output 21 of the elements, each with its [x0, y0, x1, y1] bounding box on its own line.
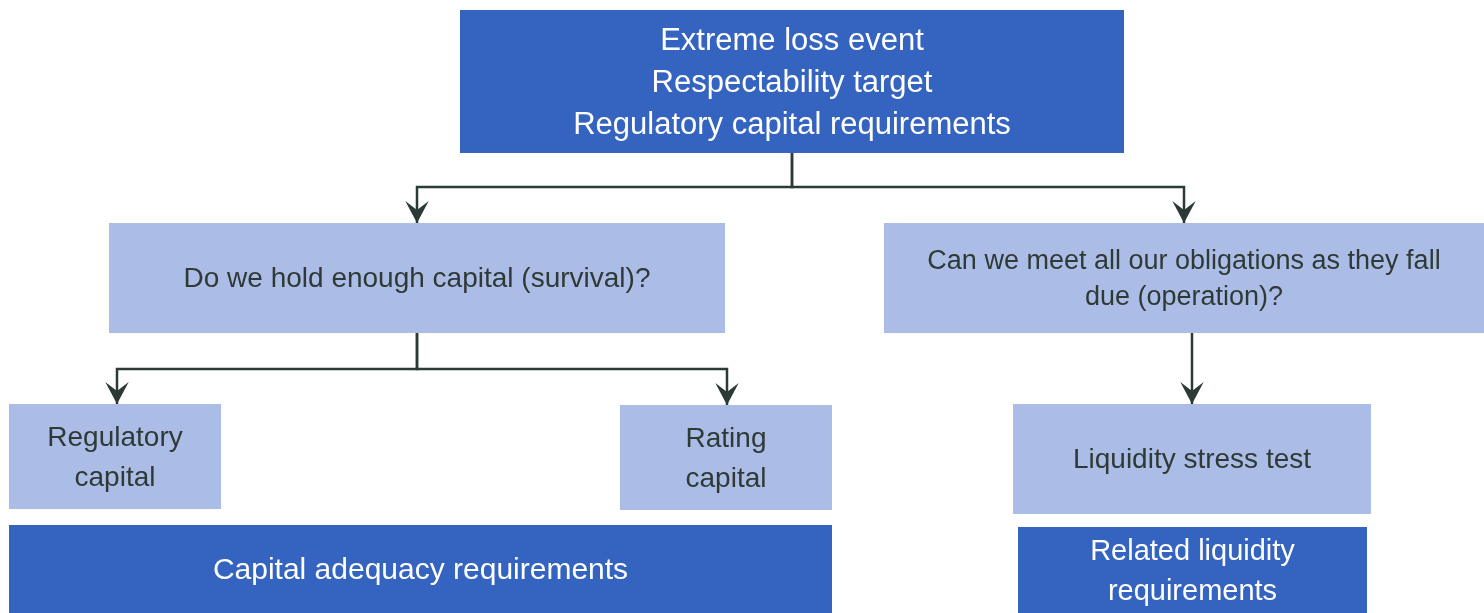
process-box — [9, 525, 832, 613]
process-box — [1013, 404, 1371, 514]
box-text: Liquidity stress test — [1072, 442, 1312, 476]
process-box — [1018, 527, 1367, 613]
box-text: Rating capital — [684, 420, 768, 495]
box-text: Regulatory capital — [46, 419, 184, 494]
box-text: Capital adequacy requirements — [212, 551, 629, 587]
box-text: Respectability target — [651, 62, 933, 101]
process-box — [620, 405, 832, 510]
process-box — [460, 10, 1124, 153]
arrow — [1180, 333, 1204, 404]
arrow — [415, 333, 739, 405]
process-box — [9, 404, 221, 509]
box-text: Do we hold enough capital (survival)? — [183, 261, 651, 295]
process-box — [884, 223, 1484, 333]
process-box — [109, 223, 725, 333]
box-text: Can we meet all our obligations as they fall due (operation)? — [926, 244, 1442, 313]
box-text: Regulatory capital requirements — [573, 104, 1011, 143]
arrow — [790, 153, 1196, 223]
box-text: Related liquidity requirements — [1089, 533, 1296, 608]
box-text: Extreme loss event — [660, 20, 924, 59]
